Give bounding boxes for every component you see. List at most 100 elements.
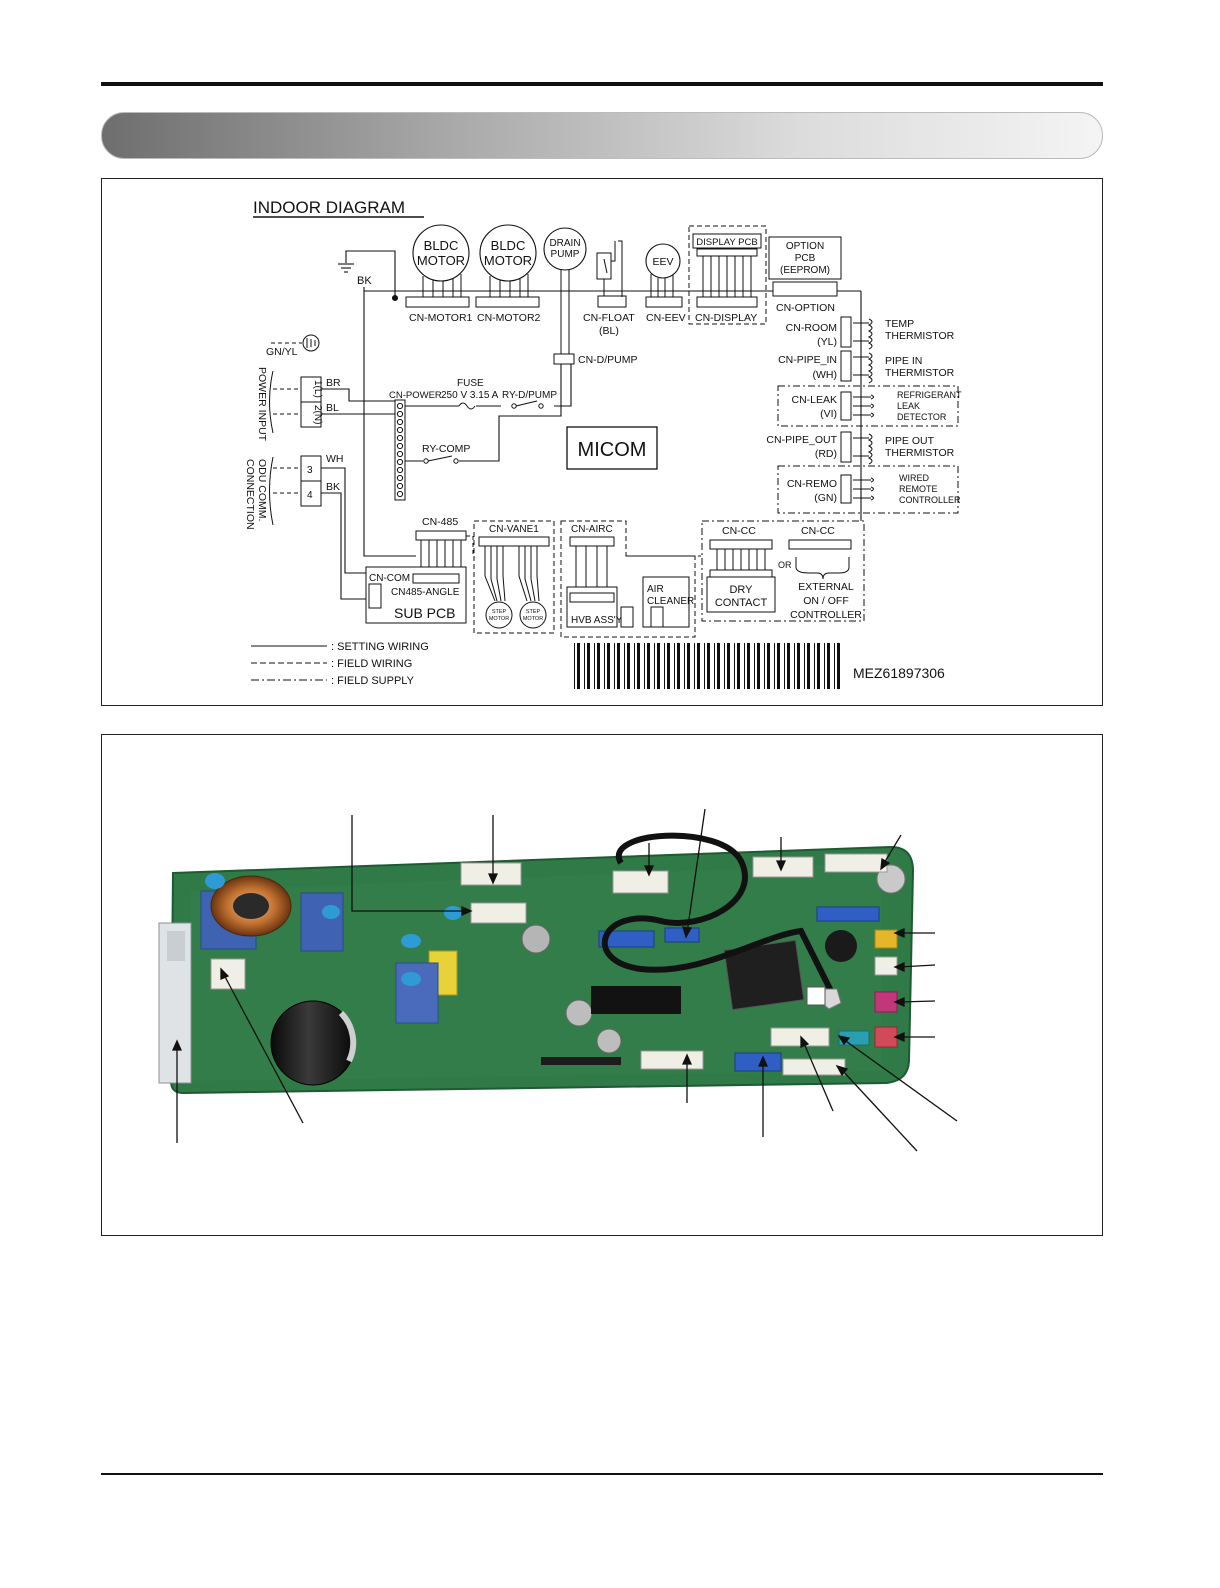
fuse-label: FUSE (457, 378, 484, 389)
barcode-bar (737, 643, 740, 689)
svg-text:OR: OR (778, 560, 792, 570)
svg-text:CN-VANE1: CN-VANE1 (489, 524, 539, 535)
svg-text:CN-CC: CN-CC (722, 525, 756, 537)
barcode-bar (604, 643, 605, 689)
svg-text:DRAIN: DRAIN (549, 238, 580, 249)
ry-comp-label: RY-COMP (422, 443, 470, 455)
svg-text:CN-POWER: CN-POWER (389, 390, 442, 401)
wiring-legend (251, 645, 327, 681)
sub-pcb: CN-COM CN485-ANGLE SUB PCB (365, 566, 467, 624)
svg-text:STEP: STEP (492, 609, 507, 615)
barcode-bar (587, 643, 590, 689)
connector-pin (396, 442, 404, 450)
svg-text:CONNECTION: CONNECTION (244, 459, 256, 530)
svg-text:THERMISTOR: THERMISTOR (885, 330, 955, 342)
ground-symbol (338, 250, 399, 302)
barcode-bar (747, 643, 750, 689)
barcode-bar (727, 643, 730, 689)
connector-pin (396, 490, 404, 498)
svg-text:CN-COM: CN-COM (369, 573, 410, 584)
barcode-bar (764, 643, 765, 689)
svg-text:BLDC: BLDC (424, 238, 459, 253)
barcode-bar (787, 643, 790, 689)
connector-pin (396, 410, 404, 418)
svg-text:EXTERNAL: EXTERNAL (798, 581, 854, 593)
svg-text:THERMISTOR: THERMISTOR (885, 367, 955, 379)
svg-text:(EEPROM): (EEPROM) (780, 265, 830, 276)
bldc-motor-1: BLDC MOTOR (405, 224, 470, 308)
barcode-bar (834, 643, 835, 689)
cn-power-connector (394, 399, 406, 501)
connector-pin (396, 458, 404, 466)
svg-text:CLEANER: CLEANER (647, 596, 694, 607)
barcode-bar (724, 643, 725, 689)
svg-text:TEMP: TEMP (885, 318, 914, 330)
barcode-bar (777, 643, 780, 689)
callout-arrows (171, 808, 958, 1152)
svg-text:: FIELD WIRING: : FIELD WIRING (331, 658, 412, 670)
svg-text:BLDC: BLDC (491, 238, 526, 253)
odu-comm-label: ODU COMM. (256, 459, 268, 521)
svg-text:GN/YL: GN/YL (266, 346, 298, 358)
svg-text:CN485-ANGLE: CN485-ANGLE (391, 587, 460, 598)
cn-room-connector: CN-ROOM (YL) TEMP THERMISTOR (786, 316, 955, 350)
cn-pipe-in-connector: CN-PIPE_IN (WH) PIPE IN THERMISTOR (778, 350, 955, 384)
svg-text:CONTACT: CONTACT (715, 597, 768, 609)
barcode-bar (654, 643, 655, 689)
barcode-bar (694, 643, 695, 689)
barcode-bar (647, 643, 650, 689)
svg-text:MOTOR: MOTOR (484, 253, 532, 268)
barcode-bar (714, 643, 715, 689)
svg-text:WH: WH (326, 453, 344, 465)
gn-yl-earth (271, 334, 320, 352)
barcode-bar (684, 643, 685, 689)
svg-text:1(L): 1(L) (312, 380, 323, 398)
svg-text:DRY: DRY (729, 584, 753, 596)
connector-pin (396, 466, 404, 474)
barcode-bar (797, 643, 800, 689)
barcode-bar (667, 643, 670, 689)
barcode-bar (634, 643, 635, 689)
barcode-bar (717, 643, 720, 689)
barcode (574, 643, 840, 689)
barcode-bar (574, 643, 575, 689)
svg-text:(GN): (GN) (814, 492, 837, 504)
cn-leak-connector: CN-LEAK (VI) REFRIGERANT LEAK DETECTOR (777, 385, 962, 427)
barcode-bar (624, 643, 625, 689)
barcode-bar (607, 643, 610, 689)
cn-485-label: CN-485 (422, 516, 458, 528)
barcode-bar (824, 643, 825, 689)
main-board-outline (363, 287, 416, 557)
cn-cc-box: CN-CC CN-CC DRY CONTACT OR EXTERNAL ON /… (701, 520, 865, 622)
barcode-bar (617, 643, 620, 689)
svg-text:MOTOR: MOTOR (489, 616, 509, 622)
barcode-bar (594, 643, 595, 689)
pcb-photo (158, 808, 958, 1152)
barcode-bar (687, 643, 690, 689)
cn-option-label: CN-OPTION (776, 302, 835, 314)
svg-text:4: 4 (307, 490, 313, 501)
connector-pin (396, 474, 404, 482)
svg-text:REMOTE: REMOTE (899, 484, 938, 494)
barcode-bar (577, 643, 580, 689)
connector-pin (396, 450, 404, 458)
ground-bk-label: BK (357, 275, 372, 287)
cn-vane1-box: CN-VANE1 STEP MOTOR STEP MOTOR (473, 520, 555, 634)
eev-valve: EEV (645, 243, 683, 308)
cn-eev-label: CN-EEV (646, 312, 686, 324)
drain-pump: DRAIN PUMP (543, 227, 587, 365)
cn-display-label: CN-DISPLAY (695, 312, 757, 324)
cn-remo-connector: CN-REMO (GN) WIRED REMOTE CONTROLLER (777, 465, 961, 514)
svg-text:STEP: STEP (526, 609, 541, 615)
svg-text:PCB: PCB (795, 253, 816, 264)
barcode-bar (794, 643, 795, 689)
svg-text:: SETTING WIRING: : SETTING WIRING (331, 641, 429, 653)
svg-text:THERMISTOR: THERMISTOR (885, 447, 955, 459)
svg-text:BR: BR (326, 377, 341, 389)
svg-text:(RD): (RD) (815, 448, 837, 460)
barcode-bar (784, 643, 785, 689)
svg-text:LEAK: LEAK (897, 401, 920, 411)
svg-text:DETECTOR: DETECTOR (897, 412, 947, 422)
power-wiring (321, 364, 572, 600)
svg-text:CONTROLLER: CONTROLLER (899, 495, 961, 505)
